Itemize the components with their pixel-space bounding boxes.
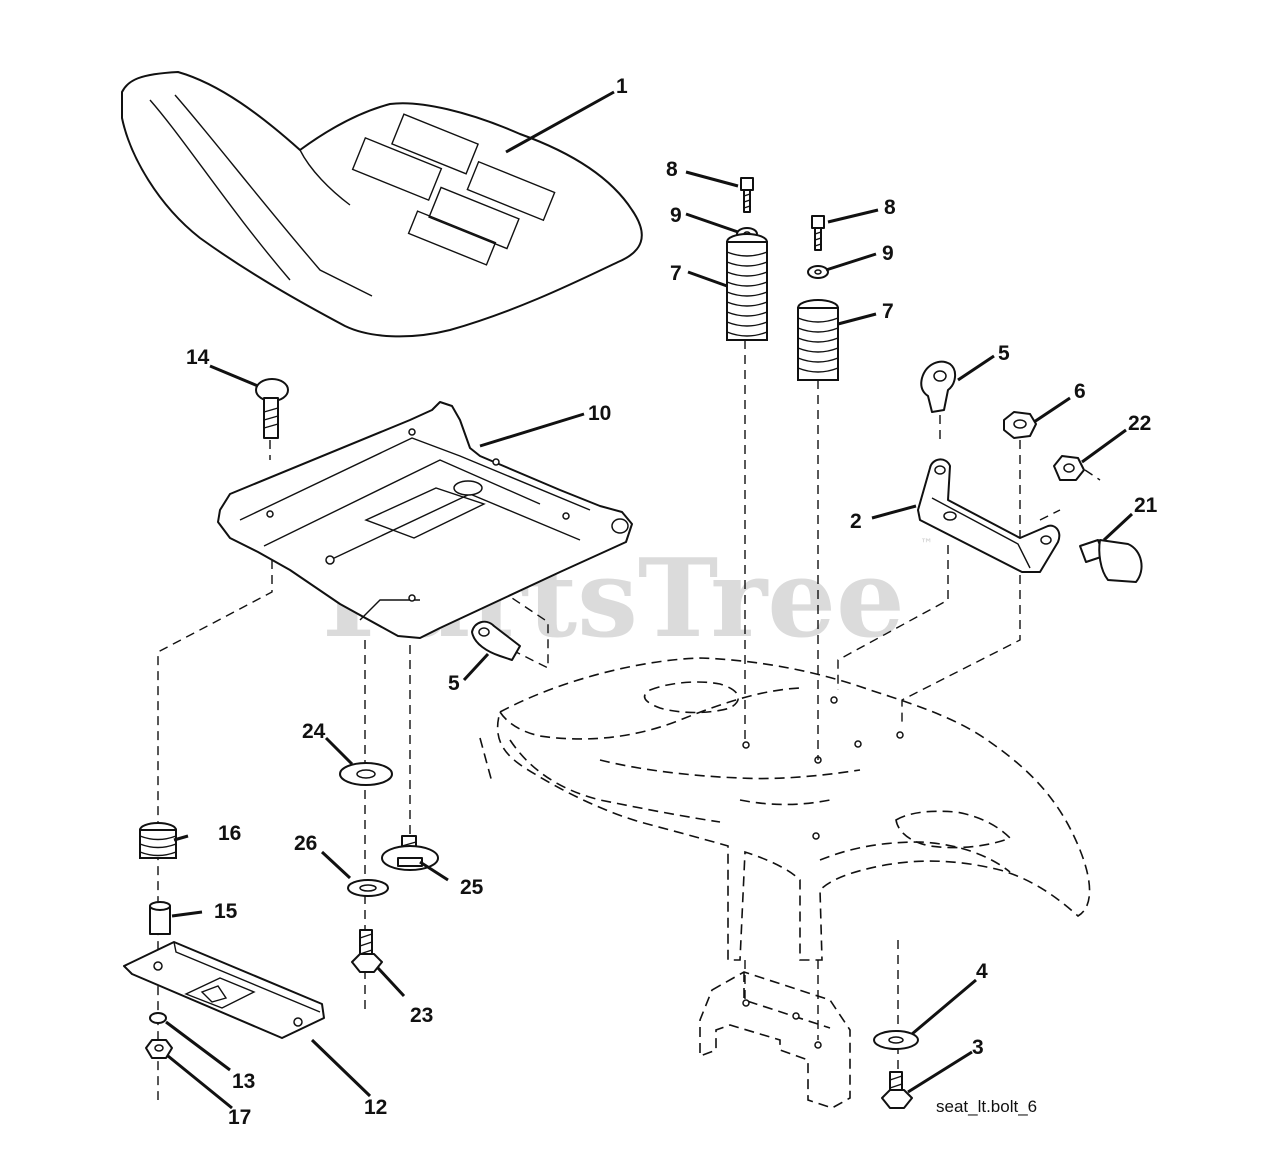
callout-5-lower: 5 [448,672,460,695]
flat-washer-4 [873,1030,919,1050]
callout-16: 16 [218,822,241,845]
callout-8-left: 8 [666,158,678,181]
callout-26: 26 [294,832,317,855]
small-spring [139,822,177,859]
callout-13: 13 [232,1070,255,1093]
callout-9-right: 9 [882,242,894,265]
diagram-caption: seat_lt.bolt_6 [936,1097,1037,1116]
adjustment-plate [123,941,325,1039]
callout-7-left: 7 [670,262,682,285]
seat-pan [217,401,633,639]
callout-17: 17 [228,1106,251,1129]
callout-8-right: 8 [884,196,896,219]
hex-bolt-23 [351,929,383,973]
flat-washer-24 [339,762,393,786]
assembly-lines [157,235,1101,1100]
callout-10: 10 [588,402,611,425]
seat-cushion [121,71,643,338]
callout-2: 2 [850,510,862,533]
callout-1: 1 [616,75,628,98]
callout-labels: 1 8 9 7 8 9 7 14 10 5 6 22 2 21 5 24 16 … [186,75,1158,1129]
callout-3: 3 [972,1036,984,1059]
callout-23: 23 [410,1004,433,1027]
callout-25: 25 [460,876,484,899]
frame-fender-outline [479,657,1091,961]
flange-nut [1053,455,1085,481]
spacer [149,901,171,935]
seat-bracket [917,458,1061,573]
callout-4: 4 [976,960,988,983]
watermark-trademark: ™ [920,537,933,552]
hex-bolt-3 [881,1071,913,1109]
callout-9-left: 9 [670,204,682,227]
bolt-washer-spring-right [797,215,839,381]
bolt-washer-spring-left [726,177,768,341]
callout-15: 15 [214,900,238,923]
clip-lower [471,620,521,661]
callout-leaders [165,90,1134,1110]
carriage-bolt [255,378,289,439]
frame-lower-bracket [699,971,851,1109]
callout-14: 14 [186,346,210,369]
callout-21: 21 [1134,494,1158,517]
clip-upper [920,360,956,413]
shoulder-bolt [1079,539,1143,583]
callout-6: 6 [1074,380,1086,403]
nut-13 [149,1012,167,1024]
callout-12: 12 [364,1096,387,1119]
nut-17 [145,1039,173,1059]
callout-22: 22 [1128,412,1151,435]
callout-24: 24 [302,720,326,743]
hex-nut [1003,411,1037,439]
lock-washer-26 [347,879,389,897]
flange-bolt [381,835,439,871]
callout-7-right: 7 [882,300,894,323]
callout-5-upper: 5 [998,342,1010,365]
